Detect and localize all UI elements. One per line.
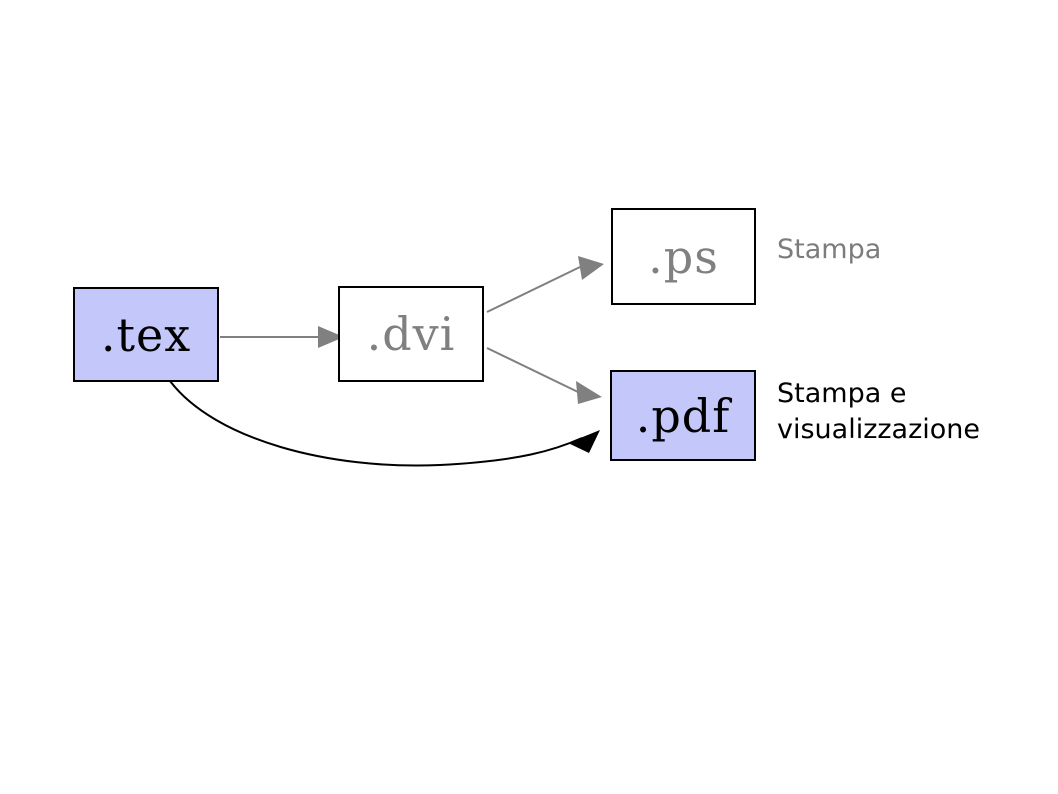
edge-tex-to-pdf-curve [169, 380, 583, 467]
node-dvi-label: .dvi [366, 307, 456, 361]
edge-dvi-to-pdf [486, 347, 602, 404]
node-tex[interactable]: .tex [73, 287, 219, 382]
node-pdf[interactable]: .pdf [610, 370, 756, 461]
edge-dvi-to-ps-line [486, 266, 581, 313]
annotation-stampa: Stampa [777, 234, 882, 265]
node-dvi[interactable]: .dvi [338, 286, 484, 382]
edge-dvi-to-pdf-line [486, 347, 579, 393]
edge-dvi-to-ps [486, 256, 604, 313]
annotation-stampa-e-visualizzazione: Stampa e visualizzazione [777, 378, 981, 445]
edge-tex-to-pdf [169, 380, 600, 467]
node-ps[interactable]: .ps [611, 208, 756, 305]
edge-tex-to-pdf-arrowhead [568, 430, 600, 453]
edge-tex-to-dvi-arrowhead [318, 326, 344, 348]
edge-dvi-to-ps-arrowhead [578, 256, 604, 280]
node-tex-label: .tex [100, 307, 192, 362]
node-ps-label: .ps [648, 229, 719, 284]
edge-tex-to-dvi [220, 326, 344, 348]
node-pdf-label: .pdf [635, 388, 731, 443]
edge-dvi-to-pdf-arrowhead [576, 381, 602, 404]
